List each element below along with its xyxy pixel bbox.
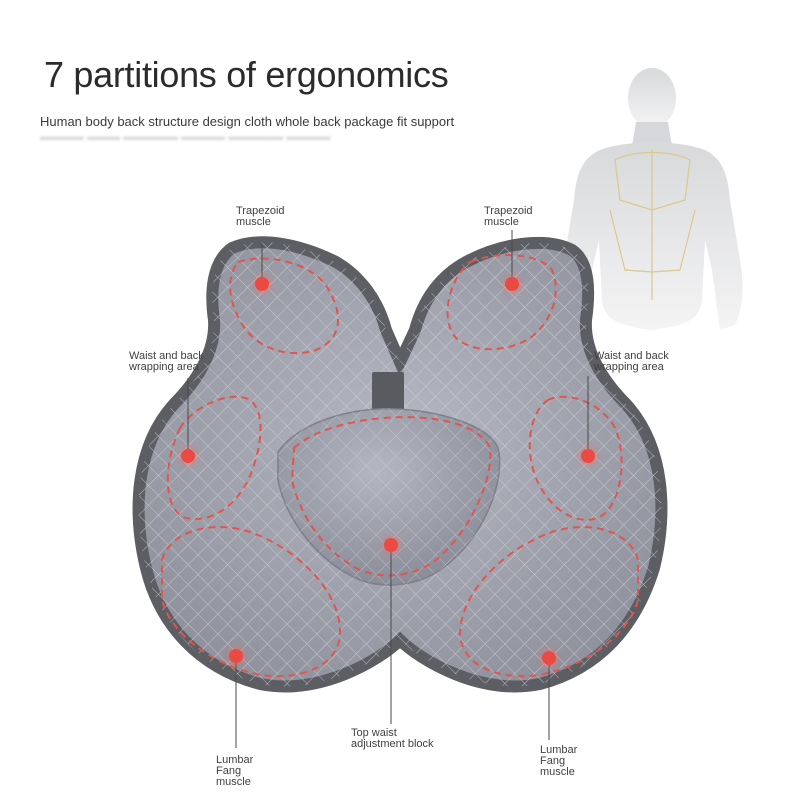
stitch-zones (161, 254, 639, 678)
page-subtitle: Human body back structure design cloth w… (40, 114, 455, 129)
page-title: 7 partitions of ergonomics (44, 54, 449, 95)
ghost-text-decoration: ▬▬▬▬ ▬▬▬ ▬▬▬▬▬ ▬▬▬▬ ▬▬▬▬▬ ▬▬▬▬ (40, 131, 331, 143)
pressure-dots (174, 270, 602, 672)
cushion-strap (372, 372, 404, 410)
human-back-figure (561, 68, 743, 330)
